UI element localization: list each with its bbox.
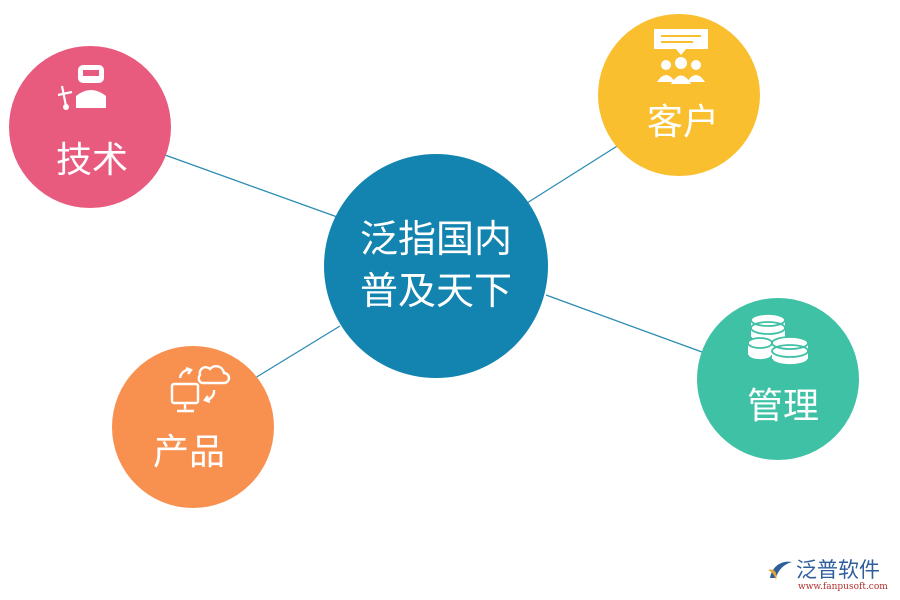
product-node <box>112 346 274 508</box>
manage-label: 管理 <box>747 386 819 427</box>
coins-icon <box>747 313 809 366</box>
center-node <box>324 154 548 378</box>
connector-manage <box>545 294 703 353</box>
logo-url: www.fanpusoft.com <box>798 582 888 592</box>
customer-node <box>598 14 760 176</box>
people-chat-icon <box>654 29 708 84</box>
computer-cloud-icon <box>170 365 231 413</box>
tech-label: 技术 <box>56 140 128 181</box>
fanpu-logo-icon <box>768 561 792 580</box>
connector-tech <box>164 154 341 219</box>
connector-product <box>254 325 341 379</box>
logo-name: 泛普软件 <box>796 558 880 582</box>
customer-label: 客户 <box>647 102 719 143</box>
manage-node <box>697 298 859 460</box>
product-label: 产品 <box>153 432 225 473</box>
tech-node <box>9 46 171 208</box>
connector-customer <box>526 142 623 204</box>
welder-icon <box>57 65 106 110</box>
center-text-line1: 泛指国内 <box>360 217 512 261</box>
center-text-line2: 普及天下 <box>360 269 512 313</box>
fanpu-logo: 泛普软件 www.fanpusoft.com <box>766 552 896 596</box>
